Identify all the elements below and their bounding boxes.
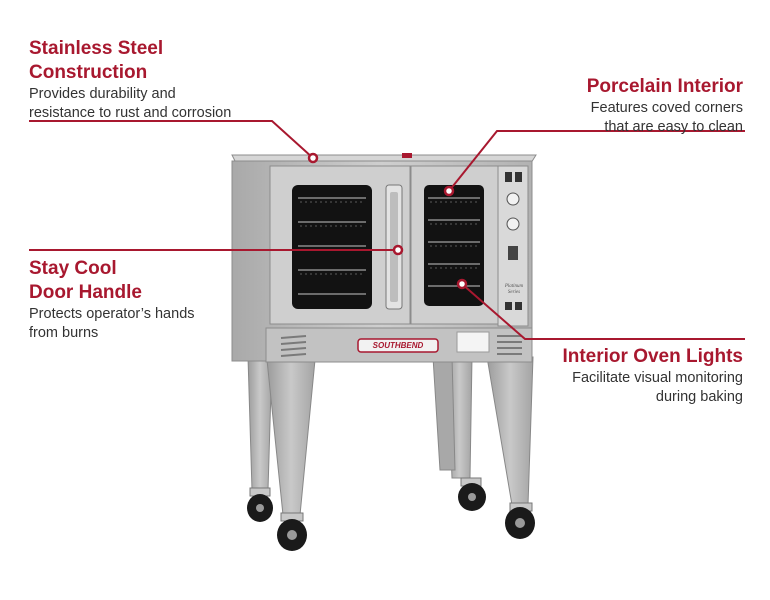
callout-title: Door Handle bbox=[29, 282, 142, 303]
callout-title: Stainless Steel bbox=[29, 38, 164, 59]
brand-badge bbox=[357, 338, 439, 353]
callout-title: Porcelain Interior bbox=[586, 76, 743, 97]
callout-description: Facilitate visual monitoring bbox=[572, 370, 743, 386]
callout-description: during baking bbox=[655, 389, 743, 405]
callout-description: from burns bbox=[29, 325, 99, 341]
callout-oven-lights: Interior Oven Lights Facilitate visual m… bbox=[483, 345, 743, 407]
caster-wheels bbox=[247, 477, 535, 551]
callout-description: resistance to rust and corrosion bbox=[29, 105, 232, 121]
callout-description: Features coved corners bbox=[590, 100, 743, 116]
callout-description: Provides durability and bbox=[29, 86, 176, 102]
callout-description: that are easy to clean bbox=[604, 119, 743, 135]
callout-title: Stay Cool bbox=[29, 258, 117, 279]
callout-description: Protects operator’s hands bbox=[29, 306, 195, 322]
callout-porcelain-interior: Porcelain Interior Features coved corner… bbox=[483, 75, 743, 137]
callout-title: Interior Oven Lights bbox=[562, 346, 743, 367]
panel-script-label: Platinum Series bbox=[504, 284, 524, 295]
oven-legs bbox=[247, 356, 534, 516]
callout-stainless-steel: Stainless Steel Construction Provides du… bbox=[29, 37, 329, 123]
callout-door-handle: Stay Cool Door Handle Protects operator’… bbox=[29, 257, 249, 343]
callout-endpoint-dots bbox=[307, 152, 468, 290]
brand-badge-label: SOUTHBEND bbox=[372, 341, 424, 350]
callout-title: Construction bbox=[29, 62, 148, 83]
oven-doors bbox=[269, 165, 499, 325]
callout-leader-lines bbox=[29, 120, 745, 340]
